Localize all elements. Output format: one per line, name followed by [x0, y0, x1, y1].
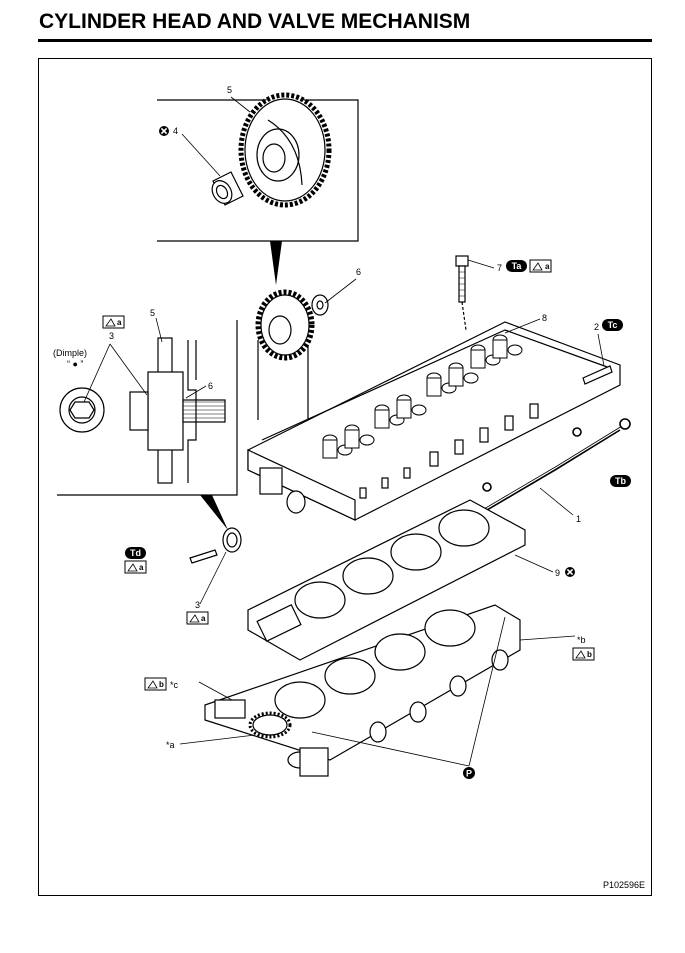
dimple-view: [59, 387, 105, 433]
badges: Ta a Tc Tb Td a a: [102, 259, 631, 779]
svg-text:Ta: Ta: [512, 261, 523, 271]
label-part-4: 4: [173, 126, 178, 136]
page-title: CYLINDER HEAD AND VALVE MECHANISM: [39, 10, 471, 33]
label-part-3-inset: 3: [109, 331, 114, 341]
svg-text:Td: Td: [130, 548, 141, 558]
bushing-part-4: [211, 171, 244, 206]
label-part-3: 3: [195, 600, 200, 610]
svg-text:b: b: [587, 650, 592, 659]
replace-icon: [158, 125, 170, 137]
apply-badge-a-td: a: [124, 560, 147, 574]
bolt-part-2: [582, 365, 613, 385]
diagram-frame: [38, 58, 652, 896]
svg-text:a: a: [117, 318, 122, 327]
apply-badge-a-inset: a: [102, 315, 125, 329]
cylinder-block: [204, 604, 521, 777]
valve-springs: [322, 334, 523, 459]
apply-badge-b-c: b: [144, 677, 167, 691]
washer-part-6: [311, 294, 329, 316]
left-inset: [57, 320, 238, 530]
label-ref-b: *b: [577, 635, 586, 645]
p-badge: P: [463, 767, 475, 779]
svg-text:a: a: [201, 614, 206, 623]
figure-id: P102596E: [602, 880, 645, 890]
label-dimple-quotes: “ ● ”: [67, 359, 83, 369]
apply-badge-a-part3: a: [186, 611, 209, 625]
svg-text:P: P: [466, 769, 472, 779]
top-inset: [157, 92, 359, 285]
head-gasket-part-9: [247, 499, 526, 661]
svg-text:b: b: [159, 680, 164, 689]
gear-part-5-assembled: [255, 289, 315, 420]
label-part-5-inset: 5: [150, 308, 155, 318]
torque-badge-tc: Tc: [602, 319, 623, 331]
label-part-8: 8: [542, 313, 547, 323]
replace-icon: [564, 566, 576, 578]
svg-text:Tb: Tb: [615, 476, 626, 486]
label-ref-a: *a: [166, 740, 175, 750]
label-part-7: 7: [497, 263, 502, 273]
head-ports: [259, 403, 539, 514]
label-part-5: 5: [227, 85, 232, 95]
bolt-part-3: [189, 527, 242, 564]
label-part-1: 1: [576, 514, 581, 524]
label-part-2: 2: [594, 322, 599, 332]
svg-text:Tc: Tc: [608, 320, 618, 330]
label-part-9: 9: [555, 568, 560, 578]
gear-section: [129, 337, 226, 484]
apply-badge-b: b: [572, 647, 595, 661]
injection-pipe-part-1: [469, 418, 631, 521]
bolt-part-7: [455, 255, 469, 331]
label-part-6: 6: [356, 267, 361, 277]
torque-badge-ta: Ta: [506, 260, 527, 272]
gear-part-5: [238, 92, 332, 208]
leader-lines: [83, 96, 605, 767]
apply-badge-a: a: [529, 259, 552, 273]
svg-text:a: a: [545, 262, 550, 271]
title-rule: [38, 39, 652, 42]
timing-gear-train: [214, 699, 329, 777]
torque-badge-tb: Tb: [610, 475, 631, 487]
label-ref-c: *c: [170, 680, 179, 690]
label-part-6-inset: 6: [208, 381, 213, 391]
svg-text:a: a: [139, 563, 144, 572]
cylinder-head-part-8: [247, 321, 621, 521]
label-dimple: (Dimple): [53, 348, 87, 358]
part-labels: 5 4 6 7 8 2 1 9 5 3 6 3 (Dimple) “ ● ” *…: [53, 85, 599, 750]
torque-badge-td: Td: [125, 547, 146, 559]
